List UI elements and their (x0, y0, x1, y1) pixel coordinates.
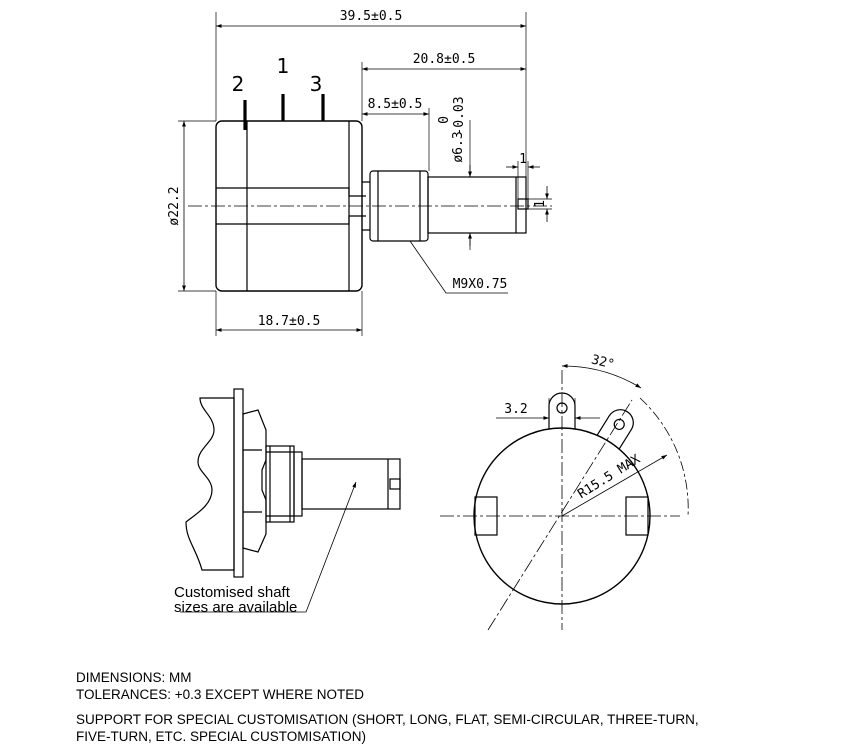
front-view (440, 364, 689, 631)
dim-shaft-tol-lower: -0.03 (452, 96, 467, 135)
dim-body-length: 18.7±0.5 (258, 314, 321, 329)
thread-leader (409, 240, 508, 294)
dim-shaft-diameter: ø6.3 (451, 131, 466, 162)
note-support-line1: SUPPORT FOR SPECIAL CUSTOMISATION (SHORT… (76, 712, 699, 727)
dim-radius: R15.5 MAX (575, 452, 643, 502)
face-tab-left (474, 496, 498, 536)
terminal-label-2: 2 (232, 72, 245, 96)
side-view (180, 388, 401, 613)
front-centerline-diag (487, 399, 633, 631)
dim-shaft-length: 20.8±0.5 (413, 52, 476, 67)
side-shaft-slot (389, 478, 401, 490)
dim-overall-length: 39.5±0.5 (340, 9, 403, 24)
dim-angle: 32° (590, 352, 616, 372)
shaft (427, 176, 527, 234)
washer-plate (233, 388, 244, 578)
callout-text-line1: Customised shaft (174, 584, 291, 601)
dim-slot-width: 1 (533, 200, 548, 208)
callout-leader (180, 481, 357, 613)
callout-text-line2: sizes are available (174, 599, 297, 616)
dim-shaft-tol-upper: 0 (437, 116, 452, 124)
dim-slot-depth: 1 (519, 152, 527, 167)
terminal-label-1: 1 (277, 54, 290, 78)
note-support-line2: FIVE-TURN, ETC. SPECIAL CUSTOMISATION) (76, 729, 367, 744)
mounting-panel (185, 397, 235, 571)
terminal-label-3: 3 (310, 72, 323, 96)
top-view (178, 12, 552, 336)
note-dimensions: DIMENSIONS: MM (76, 670, 192, 685)
hex-nut (242, 409, 267, 553)
dim-bushing-length: 8.5±0.5 (368, 97, 423, 112)
max-radius-arc (639, 397, 689, 517)
radius-leader (561, 454, 668, 517)
dim-tab: 3.2 (504, 402, 527, 417)
face-tab-right (625, 496, 649, 536)
note-tolerances: TOLERANCES: +0.3 EXCEPT WHERE NOTED (76, 687, 364, 702)
notes-block: DIMENSIONS: MM TOLERANCES: +0.3 EXCEPT W… (76, 669, 796, 745)
angle-arc (561, 364, 642, 389)
shaft-slot (517, 198, 529, 210)
dim-thread: M9X0.75 (453, 277, 508, 292)
dim-body-diameter: ø22.2 (167, 186, 182, 225)
pot-body (215, 120, 363, 292)
terminal-lug-rotated (596, 409, 634, 450)
side-shaft (301, 458, 401, 510)
pot-face-circle (473, 427, 651, 605)
